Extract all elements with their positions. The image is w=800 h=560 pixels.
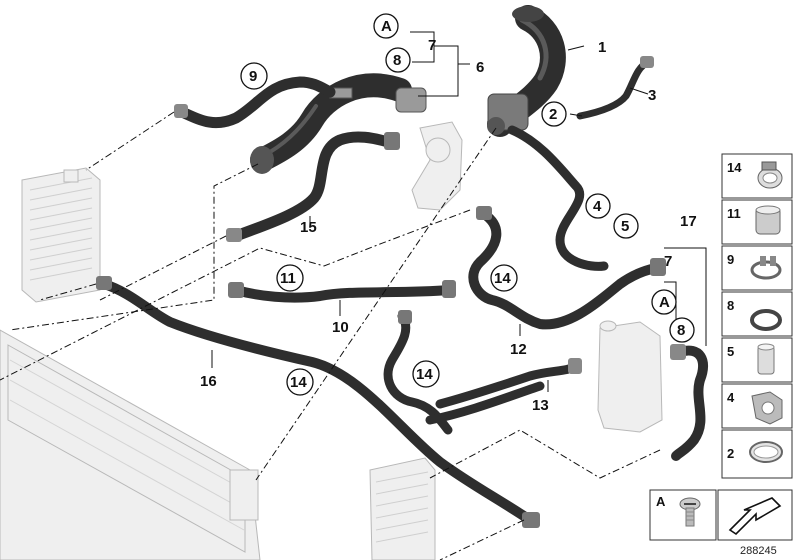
callout-5-circle [613,213,639,239]
main-radiator [0,329,261,560]
hose-part-3 [576,56,654,120]
svg-text:8: 8 [727,298,734,313]
callouts: 1 2 3 4 5 6 7 A 8 9 15 11 10 14 12 7 A 8… [200,13,697,414]
hose-clamp-icon [757,161,783,189]
hose-part-9 [174,76,336,129]
svg-text:5: 5 [727,344,734,359]
aux-radiator-left [21,167,101,303]
callout-4-circle [585,193,611,219]
water-pump-housing [411,121,463,211]
arrow-down-left-icon [728,497,782,536]
legend-cell-9: 9 [721,245,793,291]
callout-7b: 7 [664,253,672,270]
bracket-clip-icon [751,391,783,425]
svg-text:9: 9 [727,252,734,267]
callout-14b: 14 [416,366,433,383]
callout-10: 10 [332,319,349,336]
callout-7a: 7 [428,37,436,54]
spring-clamp-icon [750,256,782,280]
legend-cell-2: 2 [721,429,793,479]
callout-8b: 8 [677,322,685,339]
sleeve-icon [755,205,781,235]
callout-14c: 14 [290,374,307,391]
callout-13: 13 [532,397,549,414]
svg-text:A: A [656,494,666,509]
callout-A-circle-right [651,289,677,315]
hose-part-13 [383,310,582,435]
svg-text:4: 4 [727,390,735,405]
callout-14a: 14 [494,270,511,287]
legend-cell-A: A [649,489,717,541]
callout-2: 2 [549,106,557,123]
callout-A-right: A [659,294,670,311]
callout-15: 15 [300,219,317,236]
band-clamp-icon [749,441,783,463]
svg-text:2: 2 [727,446,734,461]
legend-cell-arrow [717,489,793,541]
callout-11-circle [276,264,304,292]
callout-2-circle [541,101,567,127]
legend-cell-11: 11 [721,199,793,245]
hose-part-6 [250,73,427,174]
hose-part-15 [226,131,400,242]
o-ring-icon [750,309,782,331]
callout-6: 6 [476,59,484,76]
hose-part-17 [670,344,709,461]
callout-8b-circle [669,317,695,343]
callout-8a: 8 [393,52,401,69]
callout-A-circle-top [373,13,399,39]
callout-14b-circle [412,360,440,388]
callout-3: 3 [648,87,656,104]
callout-4: 4 [593,198,602,215]
aux-radiator-right [369,457,436,560]
callout-16: 16 [200,373,217,390]
callout-1: 1 [598,39,606,56]
callout-14a-circle [490,264,518,292]
parts-legend: 14 11 9 8 [649,153,793,541]
legend-cell-8: 8 [721,291,793,337]
svg-text:14: 14 [727,160,742,175]
expansion-tank [597,320,663,433]
callout-8a-circle [385,47,411,73]
screw-plug-icon [679,497,701,527]
hose-part-2-connector [487,93,529,135]
hose-part-4 [507,125,609,271]
callout-14c-circle [286,368,314,396]
callout-9: 9 [249,68,257,85]
hose-part-16 [96,276,540,528]
hose-part-10 [228,280,456,303]
callout-11: 11 [280,270,296,287]
legend-cell-14: 14 [721,153,793,199]
callout-5: 5 [621,218,629,235]
svg-text:11: 11 [727,206,741,221]
reference-lines [0,111,661,560]
hose-part-12 [468,206,666,330]
callout-12: 12 [510,341,527,358]
legend-cell-4: 4 [721,383,793,429]
callout-9-circle [240,62,268,90]
callout-17: 17 [680,213,697,230]
legend-cell-5: 5 [721,337,793,383]
diagram-id: 288245 [740,545,777,557]
callout-A-top: A [381,18,392,35]
plug-icon [757,343,775,375]
